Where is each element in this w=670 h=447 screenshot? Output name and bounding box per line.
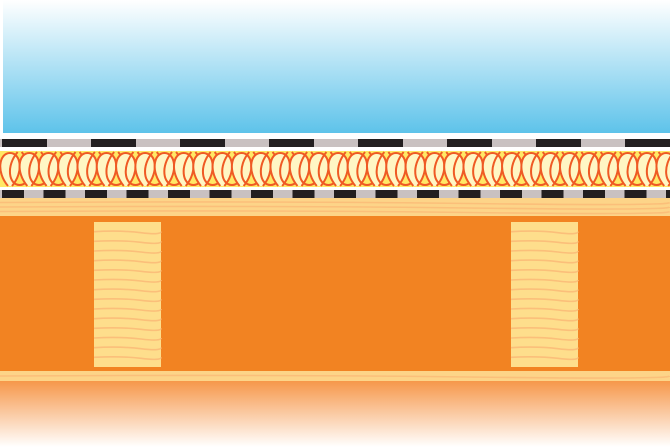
interior-wood-board <box>0 371 670 381</box>
membrane-dash <box>583 190 605 198</box>
membrane-dash <box>2 139 47 147</box>
wood-grain <box>510 326 579 332</box>
wood-grain <box>0 205 670 210</box>
wood-grain <box>510 259 579 264</box>
wood-grain <box>93 297 162 303</box>
membrane-dash <box>624 190 647 198</box>
membrane-dash <box>209 190 232 198</box>
membrane-dash <box>334 190 356 198</box>
wood-grain <box>93 336 162 341</box>
wood-board <box>511 222 578 367</box>
membrane-dash <box>126 190 149 198</box>
membrane-dash <box>541 190 564 198</box>
wood-grain <box>510 355 579 361</box>
insulation-loop-down <box>665 155 670 184</box>
membrane-dash <box>91 139 136 147</box>
wood-grain <box>510 297 579 303</box>
membrane-base <box>0 139 670 147</box>
wood-grain <box>510 239 579 245</box>
wood-grain <box>510 346 579 351</box>
stud-right <box>510 222 579 367</box>
wood-grain <box>93 346 162 351</box>
wood-grain <box>510 249 579 254</box>
wood-grain <box>510 336 579 341</box>
membrane-dash <box>2 190 24 198</box>
membrane-dash <box>417 190 439 198</box>
wood-grain <box>510 230 579 235</box>
membrane-dash <box>375 190 398 198</box>
wood-grain <box>93 288 162 293</box>
wood-grain <box>510 317 579 322</box>
interior-space <box>0 381 670 447</box>
membrane-dash <box>500 190 522 198</box>
membrane-dash <box>251 190 273 198</box>
wood-sheathing <box>0 198 670 216</box>
wood-grain <box>93 355 162 361</box>
membrane-dash <box>269 139 314 147</box>
wood-grain <box>510 278 579 283</box>
membrane-dash <box>168 190 190 198</box>
outer-membrane <box>0 139 670 147</box>
membrane-dash <box>536 139 581 147</box>
membrane-dash <box>666 190 670 198</box>
wood-grain <box>510 307 579 312</box>
wood-grain <box>93 326 162 332</box>
wood-board <box>94 222 161 367</box>
wood-grain <box>93 249 162 254</box>
exterior-sky <box>3 0 670 133</box>
wood-grain <box>510 268 579 274</box>
wood-grain <box>93 239 162 245</box>
wood-grain <box>0 201 670 206</box>
wood-grain <box>0 210 670 215</box>
membrane-dash <box>625 139 670 147</box>
wood-grain <box>93 230 162 235</box>
insulation-layer <box>0 151 670 187</box>
wood-grain <box>93 278 162 283</box>
wood-grain <box>0 374 670 379</box>
membrane-dash <box>292 190 315 198</box>
wood-grain <box>93 317 162 322</box>
membrane-dash <box>358 139 403 147</box>
wood-grain <box>510 288 579 293</box>
stud-left <box>93 222 162 367</box>
membrane-dash <box>458 190 481 198</box>
inner-membrane <box>0 190 670 198</box>
wood-grain <box>93 268 162 274</box>
wood-grain <box>93 307 162 312</box>
membrane-dash <box>447 139 492 147</box>
membrane-dash <box>180 139 225 147</box>
wood-grain <box>93 259 162 264</box>
membrane-dash <box>43 190 66 198</box>
membrane-dash <box>85 190 107 198</box>
